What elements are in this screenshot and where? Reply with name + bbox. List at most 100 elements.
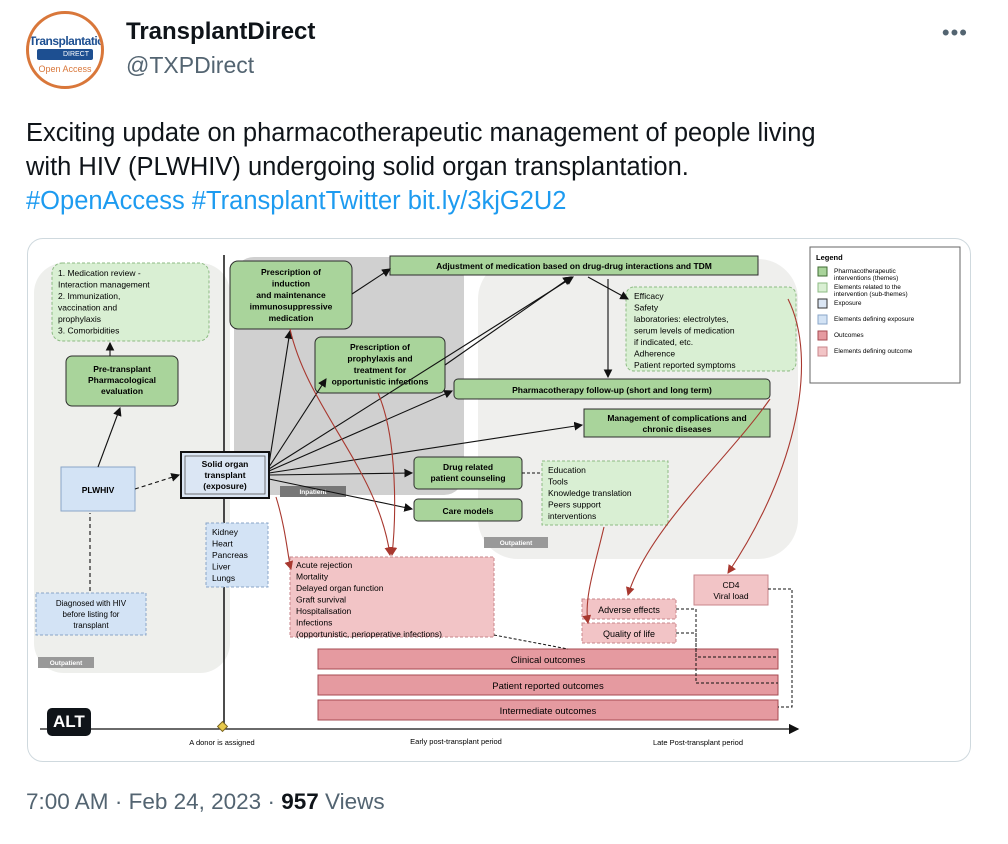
outpatient-tag: [38, 657, 94, 668]
profile-avatar[interactable]: Transplantation DIRECT Open Access: [26, 11, 104, 89]
patient-reported-outcomes-label: Patient reported outcomes: [492, 681, 604, 692]
diagram-text-line: Solid organ: [202, 459, 249, 469]
intermediate-outcomes-box: [317, 699, 779, 721]
quality-of-life-box: [581, 622, 677, 644]
diagram-text-line: serum levels of medication: [634, 326, 735, 336]
diagram-text-line: treatment for: [354, 365, 407, 375]
clinical-outcomes-label: Clinical outcomes: [511, 655, 586, 666]
legend-label: Elements related to the: [834, 284, 901, 291]
hashtag-link[interactable]: #OpenAccess: [26, 187, 185, 215]
cd4-box: [693, 574, 769, 606]
outpatient-tag-2: [484, 537, 548, 548]
diagram-text-line: patient counseling: [430, 473, 505, 483]
diagram-text-line: prophylaxis and: [347, 354, 412, 364]
inpatient-tag: [280, 486, 346, 497]
url-link[interactable]: bit.ly/3kjG2U2: [407, 187, 567, 215]
user-handle[interactable]: @TXPDirect: [126, 52, 255, 78]
diagram-text-line: Adherence: [634, 349, 675, 359]
diagram-text-line: Prescription of: [261, 267, 321, 277]
legend-label: Elements defining exposure: [834, 316, 915, 323]
tweet-metadata: 7:00 AM · Feb 24, 2023 · 957 Views: [26, 789, 385, 815]
diagram-arrows: [40, 268, 800, 735]
adjustment-box: [389, 255, 759, 276]
legend-title: Legend: [816, 253, 843, 262]
avatar-logo-text: Transplantation: [29, 34, 104, 48]
legend-swatch: [817, 266, 828, 277]
diagram-text-line: medication: [269, 313, 314, 323]
diagram-text-line: induction: [272, 279, 310, 289]
legend-swatch: [817, 330, 828, 341]
diagram-text-line: Hospitalisation: [296, 606, 352, 616]
care-models-box: [413, 498, 523, 522]
diagram-text-line: Kidney: [212, 527, 239, 537]
diagram-text-line: transplant: [73, 621, 109, 630]
plwhiv-label: PLWHIV: [82, 485, 115, 495]
legend-label: intervention (sub-themes): [834, 291, 908, 298]
diagram-text-line: Drug related: [443, 462, 493, 472]
diagram-text-line: CD4: [722, 580, 739, 590]
diagram-text-line: Infections: [296, 618, 332, 628]
axis-early-label: Early post-transplant period: [410, 737, 502, 746]
diagram-text-line: Liver: [212, 562, 231, 572]
plwhiv-box: [60, 466, 136, 512]
diagram-text-line: (exposure): [203, 481, 247, 491]
legend: Legend Pharmacotherapeuticinterventions …: [809, 246, 961, 384]
diagram-text-line: laboratories: electrolytes,: [634, 314, 729, 324]
medication-review-box: [51, 262, 210, 342]
diagram-text-line: Education: [548, 465, 586, 475]
diagram-text-line: chronic diseases: [643, 424, 712, 434]
tweet-text: Exciting update on pharmacotherapeutic m…: [26, 116, 976, 218]
diagram-text-line: vaccination and: [58, 303, 117, 313]
diagram-text-line: opportunistic infections: [332, 377, 429, 387]
tweet-date[interactable]: Feb 24, 2023: [128, 789, 262, 814]
diagram-text-line: Knowledge translation: [548, 488, 632, 498]
diagnosed-box: [35, 592, 147, 636]
exposure-inner: [184, 455, 266, 495]
diagram-text-line: transplant: [204, 470, 245, 480]
tweet-time[interactable]: 7:00 AM: [26, 789, 109, 814]
hashtag-link[interactable]: #TransplantTwitter: [191, 187, 401, 215]
education-box: [541, 460, 669, 526]
diagram-text-line: Lungs: [212, 573, 235, 583]
diagram-text-line: if indicated, etc.: [634, 337, 693, 347]
patient-reported-outcomes-box: [317, 674, 779, 696]
legend-swatch: [817, 298, 828, 309]
intermediate-outcomes-label: Intermediate outcomes: [500, 706, 597, 717]
medication-review-text: 1. Medication review - Interaction manag…: [58, 268, 150, 336]
diagram-text-line: Interaction management: [58, 280, 150, 290]
outpatient-tag-2-label: Outpatient: [500, 540, 533, 547]
diagram-text-line: Pre-transplant: [93, 364, 151, 374]
diagram-text-line: (opportunistic, perioperative infections…: [296, 629, 442, 639]
legend-label: Elements defining outcome: [834, 348, 913, 355]
tweet-text-line: Exciting update on pharmacotherapeutic m…: [26, 119, 816, 147]
alt-text-badge[interactable]: ALT: [47, 708, 91, 736]
donor-marker: [216, 720, 229, 733]
pre-transplant-box: [65, 355, 179, 407]
diagram-text-line: Graft survival: [296, 595, 346, 605]
views-count: 957: [281, 789, 319, 814]
legend-swatch: [817, 282, 828, 293]
outcome-elements-box: [289, 556, 495, 638]
diagram-text-line: Pharmacological: [88, 375, 156, 385]
organs-box: [205, 522, 269, 588]
quality-of-life-label: Quality of life: [603, 629, 655, 639]
display-name[interactable]: TransplantDirect: [126, 18, 316, 45]
outcome-arrows: [275, 298, 802, 625]
diagram-text-line: evaluation: [101, 386, 143, 396]
more-options-icon[interactable]: •••: [941, 20, 968, 45]
followup-label: Pharmacotherapy follow-up (short and lon…: [512, 385, 712, 395]
care-models-label: Care models: [442, 506, 493, 516]
diagram-text-line: Delayed organ function: [296, 583, 384, 593]
